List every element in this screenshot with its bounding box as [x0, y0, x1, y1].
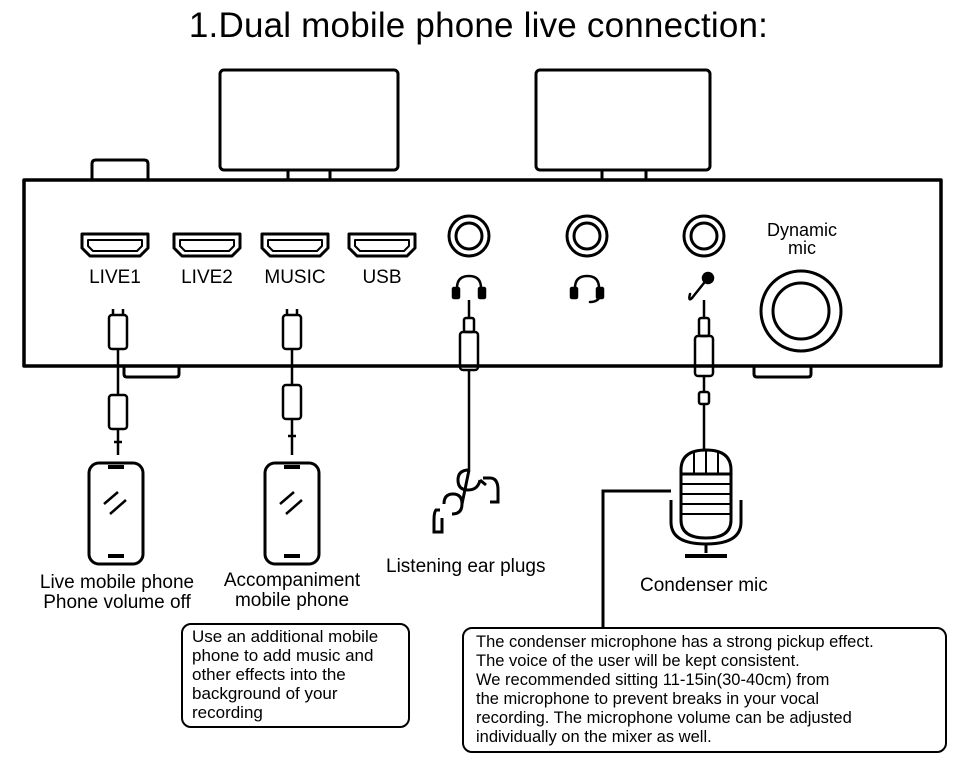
dynamic-mic-label-line2: mic [788, 238, 816, 258]
foot-right [752, 364, 813, 379]
headset-jack [565, 214, 609, 258]
caption-live-phone-line2: Phone volume off [43, 592, 191, 613]
port-usb [347, 232, 417, 258]
dynamic-mic-label: Dynamic mic [750, 221, 854, 257]
note-condenser-line: The voice of the user will be kept consi… [476, 652, 800, 670]
note-accompaniment-line: phone to add music and [192, 646, 374, 665]
mic-jack [682, 214, 726, 258]
port-label-music: MUSIC [264, 267, 326, 288]
note-accompaniment: Use an additional mobile phone to add mu… [181, 623, 410, 728]
page-title: 1.Dual mobile phone live connection: [188, 6, 769, 45]
port-label-live2: LIVE2 [181, 267, 233, 288]
earbuds-icon [432, 468, 500, 534]
cable-earplugs [458, 300, 480, 470]
caption-accompaniment-line1: Accompaniment [223, 570, 361, 591]
dynamic-mic-label-line1: Dynamic [766, 220, 837, 240]
headphones-icon [451, 274, 487, 300]
cable-condenser [693, 300, 715, 450]
foot-left [122, 364, 181, 379]
note-condenser: The condenser microphone has a strong pi… [462, 627, 947, 753]
caption-ear-plugs: Listening ear plugs [386, 556, 546, 577]
top-knob [90, 158, 150, 182]
headphone-jack [447, 214, 491, 258]
caption-live-phone: Live mobile phone Phone volume off [22, 573, 212, 613]
note-condenser-line: individually on the mixer as well. [476, 728, 712, 746]
microphone-icon [688, 271, 715, 301]
caption-accompaniment: Accompaniment mobile phone [212, 571, 372, 611]
port-music [260, 232, 330, 258]
phone-holder-right [534, 68, 712, 172]
condenser-mic-icon [669, 448, 743, 558]
headset-icon [569, 274, 605, 304]
note-condenser-line: The condenser microphone has a strong pi… [476, 633, 874, 651]
port-label-usb: USB [362, 267, 402, 288]
note-accompaniment-line: recording [192, 703, 263, 722]
phone-holder-left [218, 68, 400, 172]
port-live2 [172, 232, 242, 258]
smartphone-icon-accompaniment [263, 461, 321, 566]
port-label-live1: LIVE1 [89, 267, 141, 288]
note-condenser-line: the microphone to prevent breaks in your… [476, 690, 820, 708]
note-accompaniment-line: other effects into the [192, 665, 346, 684]
caption-condenser-mic: Condenser mic [640, 575, 768, 596]
caption-live-phone-line1: Live mobile phone [39, 572, 195, 593]
caption-accompaniment-line2: mobile phone [234, 590, 350, 611]
condenser-pointer [601, 489, 671, 628]
cable-live1 [107, 309, 129, 455]
note-accompaniment-line: background of your [192, 684, 338, 703]
port-live1 [80, 232, 150, 258]
mixer-body [22, 178, 943, 368]
smartphone-icon-live [87, 461, 145, 566]
note-condenser-line: recording. The microphone volume can be … [476, 709, 852, 727]
note-condenser-line: We recommended sitting 11-15in(30-40cm) … [476, 671, 830, 689]
cable-music [281, 309, 303, 455]
note-accompaniment-line: Use an additional mobile [192, 627, 379, 646]
dynamic-mic-jack [759, 269, 843, 353]
